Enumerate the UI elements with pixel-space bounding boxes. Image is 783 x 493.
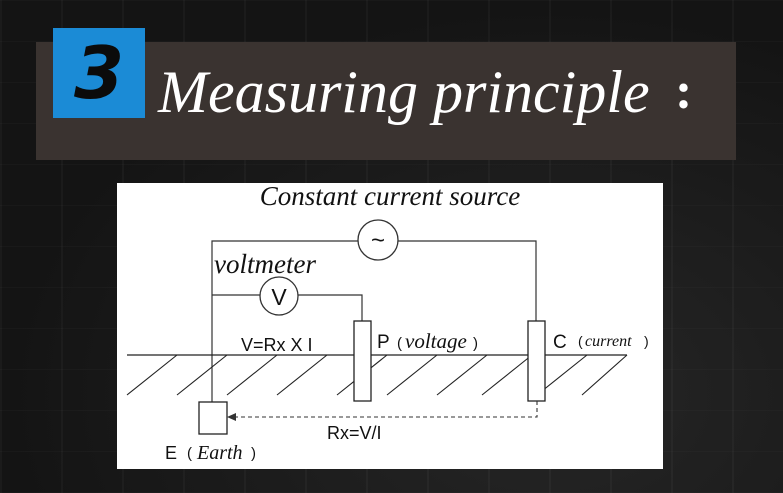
wire-left-top xyxy=(211,240,358,411)
return-arrow xyxy=(227,413,236,421)
earth-letter: E xyxy=(165,443,177,463)
formula-v: V=Rx X I xyxy=(241,335,313,355)
probe-c-word: current xyxy=(585,333,632,350)
page-title: Measuring principle xyxy=(158,59,650,125)
return-path xyxy=(233,401,538,418)
probe-p-word: voltage xyxy=(405,329,467,353)
earth-word: Earth xyxy=(196,442,243,464)
earth-paren-close: ) xyxy=(251,445,256,462)
probe-c-paren-close: ) xyxy=(644,333,649,349)
electrode-e xyxy=(198,401,228,435)
probe-c xyxy=(527,320,546,402)
voltmeter-symbol xyxy=(259,276,299,316)
current-source-symbol xyxy=(357,219,399,261)
wiring xyxy=(211,240,537,411)
probe-c-letter: C xyxy=(553,332,567,353)
probe-c-paren-open: ( xyxy=(578,333,583,349)
source-tilde: ~ xyxy=(371,227,385,254)
probe-p-paren-open: ( xyxy=(397,335,402,352)
probe-p-letter: P xyxy=(377,332,390,353)
source-label: Constant current source xyxy=(260,183,520,211)
wire-right-top xyxy=(398,240,537,321)
section-number: 3 xyxy=(73,31,125,115)
earth-paren-open: ( xyxy=(187,445,192,462)
measuring-diagram: Constant current source ~ voltmeter V xyxy=(117,183,663,469)
diagram-svg: Constant current source ~ voltmeter V xyxy=(126,183,649,464)
title-colon: : xyxy=(675,63,693,120)
section-number-badge: 3 xyxy=(53,28,145,118)
wire-voltmeter-right xyxy=(298,294,363,321)
probe-p xyxy=(353,320,372,402)
ground-hatch xyxy=(126,354,628,396)
formula-rx: Rx=V/I xyxy=(327,423,382,443)
voltmeter-label: voltmeter xyxy=(214,249,316,279)
probe-p-paren-close: ) xyxy=(473,335,478,352)
title-banner xyxy=(36,42,736,160)
voltmeter-v: V xyxy=(271,284,287,310)
